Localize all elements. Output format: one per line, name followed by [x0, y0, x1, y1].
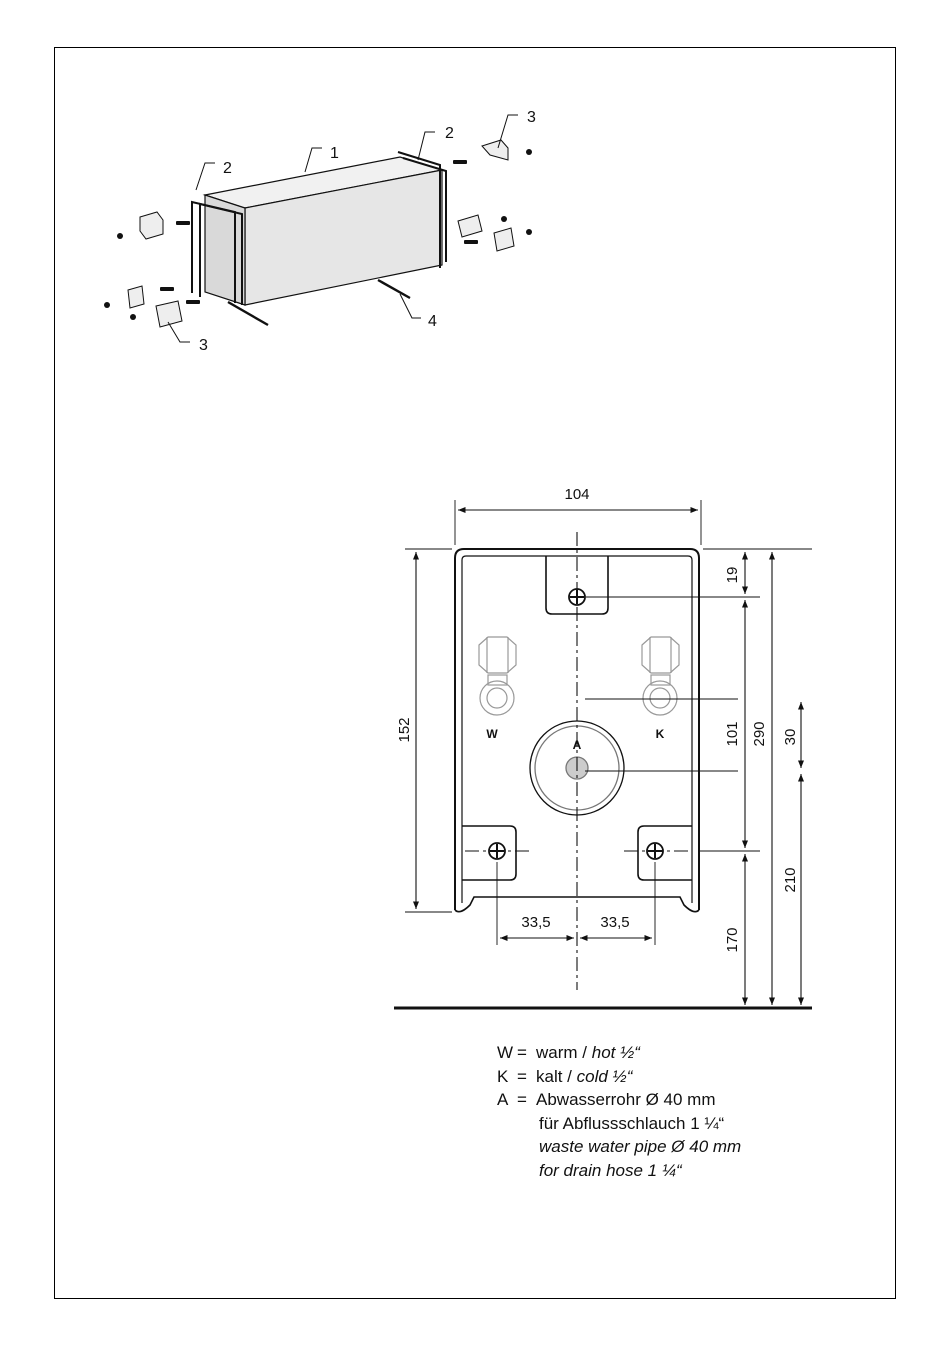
- legend-text-en: cold ½“: [577, 1067, 633, 1086]
- connection-label-warm: W: [486, 727, 498, 741]
- dim-drain-height: 210: [782, 867, 799, 892]
- part-label-1: 1: [330, 145, 339, 162]
- legend-text-en: hot ½“: [592, 1043, 640, 1062]
- legend-equals: =: [517, 1041, 527, 1065]
- legend-subline: für Abflussschlauch 1 ¼“: [539, 1112, 724, 1136]
- legend-text-de: Abwasserrohr Ø 40 mm: [536, 1088, 716, 1112]
- dim-bottom-height: 170: [724, 927, 741, 952]
- exploded-view: [104, 115, 532, 342]
- dim-total-height: 290: [751, 721, 768, 746]
- dim-height-left: 152: [396, 717, 413, 742]
- legend-text-de: warm /: [536, 1043, 587, 1062]
- housing-box: [205, 157, 442, 305]
- part-label-2-right: 2: [445, 125, 454, 142]
- connection-label-cold: K: [656, 727, 665, 741]
- bottom-left-bracket: [462, 826, 516, 880]
- legend-equals: =: [517, 1088, 527, 1112]
- legend-subline: for drain hose 1 ¼“: [539, 1159, 682, 1183]
- legend-key: K: [497, 1065, 513, 1089]
- part-label-2-left: 2: [223, 160, 232, 177]
- dim-connection-offset: 30: [782, 729, 799, 746]
- part-label-3-left: 3: [199, 337, 208, 354]
- legend-text-de: kalt /: [536, 1067, 572, 1086]
- dim-width: 104: [564, 486, 589, 503]
- legend-key: A: [497, 1088, 513, 1112]
- legend-subline: waste water pipe Ø 40 mm: [539, 1135, 741, 1159]
- connection-label-drain: A: [573, 738, 582, 752]
- legend-key: W: [497, 1041, 513, 1065]
- part-label-3-right: 3: [527, 109, 536, 126]
- cold-connector: [642, 637, 679, 715]
- dim-top-to-screw: 19: [724, 567, 741, 584]
- dim-screw-spacing: 101: [724, 721, 741, 746]
- warm-connector: [479, 637, 516, 715]
- part-label-4: 4: [428, 313, 437, 330]
- legend-equals: =: [517, 1065, 527, 1089]
- dim-half-left: 33,5: [521, 914, 550, 931]
- dim-half-right: 33,5: [600, 914, 629, 931]
- bottom-right-bracket: [638, 826, 692, 880]
- dimension-drawing: [394, 500, 812, 1008]
